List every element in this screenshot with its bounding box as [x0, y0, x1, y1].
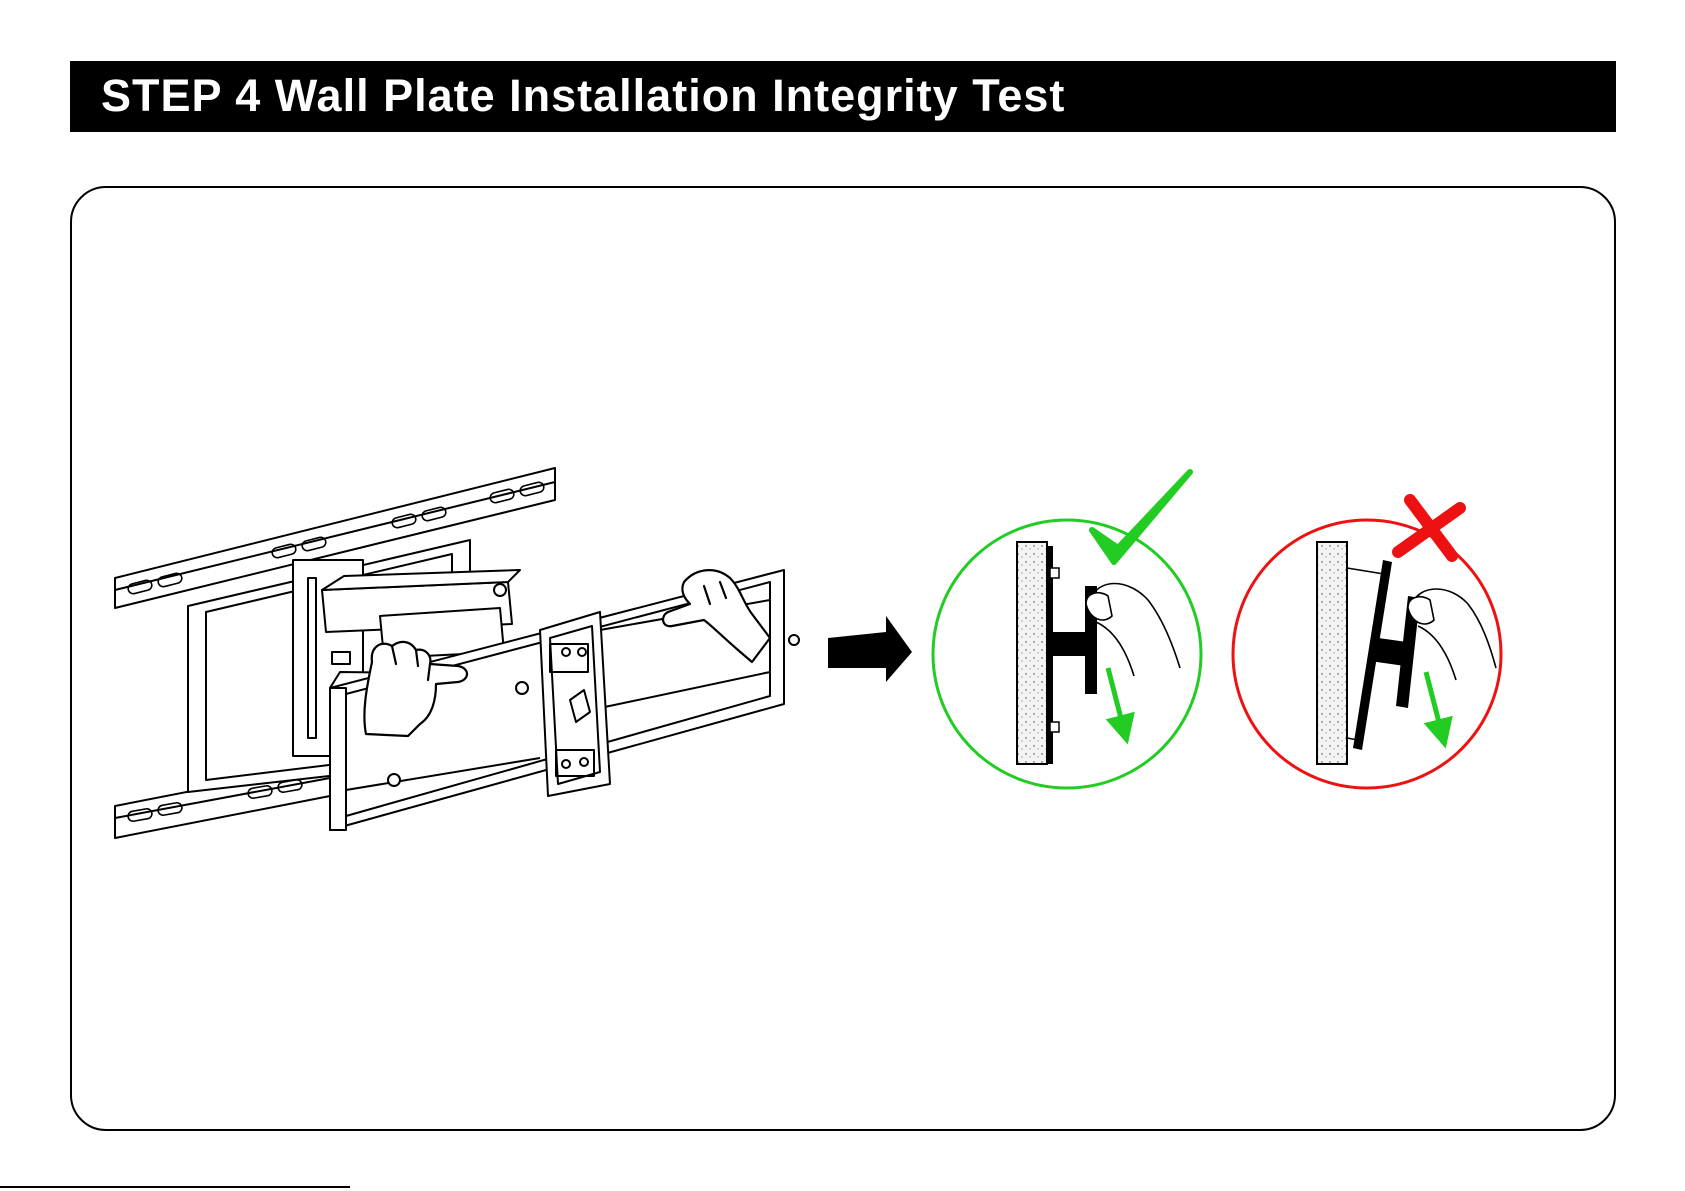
tv-wall-mount: [115, 468, 799, 838]
footer-rule: [0, 1186, 350, 1188]
arrow-right-icon: [828, 616, 912, 682]
incorrect-check: [1233, 500, 1501, 788]
correct-check: [933, 472, 1201, 788]
